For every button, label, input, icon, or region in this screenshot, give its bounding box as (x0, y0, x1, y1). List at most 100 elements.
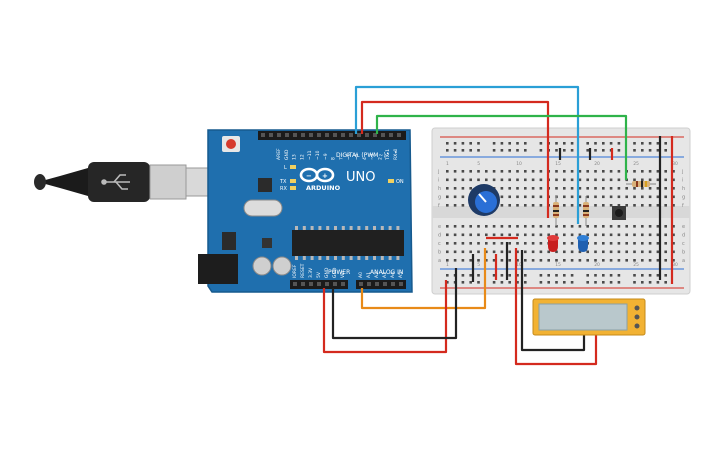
header-hole (309, 282, 313, 286)
row-letter: h (438, 186, 441, 192)
crystal (243, 199, 283, 217)
led-tx (290, 179, 296, 183)
row-letter: b (682, 250, 685, 256)
header-hole (309, 133, 313, 137)
resistor-button (626, 181, 656, 187)
column-number: 20 (594, 161, 600, 167)
pin-label: ~5 (354, 153, 360, 160)
header-hole (399, 282, 403, 286)
pin-label: A2 (374, 272, 380, 278)
pin-label: GND (324, 267, 330, 278)
row-letter: e (438, 224, 441, 230)
usb-icon (101, 174, 130, 190)
pin-label: 7 (338, 157, 344, 160)
capacitor-2 (272, 256, 292, 276)
analog-header[interactable] (356, 280, 406, 289)
row-letter: j (681, 169, 683, 175)
pin-label: ~6 (346, 153, 352, 160)
header-hole (293, 133, 297, 137)
led-blue[interactable] (577, 235, 589, 252)
wires (322, 85, 674, 366)
header-hole (277, 133, 281, 137)
pin-label: 4 (362, 157, 368, 160)
header-hole (375, 282, 379, 286)
row-letter: c (682, 241, 685, 247)
column-number: 25 (633, 161, 639, 167)
header-hole (261, 133, 265, 137)
column-number: 20 (594, 262, 600, 268)
wire-blue[interactable] (354, 85, 580, 224)
capacitor-1 (252, 256, 272, 276)
pin-label: ~11 (307, 150, 313, 160)
pin-label: GND (284, 149, 290, 160)
wire-red-led[interactable] (360, 100, 550, 218)
push-button[interactable] (612, 206, 626, 220)
voltage-regulator (222, 232, 236, 250)
row-letter: h (682, 186, 685, 192)
column-number: 1 (446, 161, 449, 167)
header-hole (341, 133, 345, 137)
arduino-brand: ARDUINO (306, 184, 341, 192)
lcd-pin-1 (634, 305, 640, 311)
wire-red-5v[interactable] (322, 280, 448, 354)
pin-label: A3 (382, 272, 388, 278)
header-holes (261, 133, 403, 286)
power-jack (198, 254, 238, 284)
wire-red-lcd[interactable] (514, 248, 598, 366)
header-hole (359, 282, 363, 286)
resistor-red-led (553, 196, 559, 226)
header-hole (325, 282, 329, 286)
reset-button-cap (226, 139, 236, 149)
row-letter: f (682, 203, 684, 209)
pin-label: 5V (316, 271, 322, 278)
header-hole (269, 133, 273, 137)
wire-green[interactable] (375, 114, 628, 180)
wire-orange[interactable] (360, 248, 487, 310)
potentiometer-indicator (478, 193, 487, 203)
lcd-module[interactable] (532, 298, 646, 336)
header-hole (391, 282, 395, 286)
led-tx-label: TX (279, 179, 287, 185)
led-on (388, 179, 394, 183)
lcd-screen (538, 303, 628, 331)
column-number: 25 (633, 262, 639, 268)
pin-label: TX▸1 (385, 149, 391, 161)
column-number: 5 (477, 262, 480, 268)
column-number: 15 (555, 262, 561, 268)
header-hole (381, 133, 385, 137)
power-header-label: POWER (328, 269, 350, 276)
wire-black-lcd[interactable] (520, 250, 586, 352)
row-letter: a (438, 258, 441, 264)
logo-plus: + (322, 172, 328, 180)
small-chip (262, 238, 272, 248)
pin-label: ~9 (323, 153, 329, 160)
row-letter: d (438, 233, 441, 239)
usb-cable-jacket (38, 168, 88, 196)
row-letter: c (438, 241, 441, 247)
column-number: 30 (672, 161, 678, 167)
header-hole (301, 282, 305, 286)
header-hole (349, 133, 353, 137)
pin-label: A4 (390, 272, 396, 278)
row-letter: a (682, 258, 685, 264)
lcd-pin-2 (634, 314, 640, 320)
chip-pins (295, 226, 400, 260)
led-l-label: L (284, 165, 287, 171)
led-rx (290, 186, 296, 190)
digital-header[interactable] (258, 131, 406, 140)
potentiometer[interactable] (468, 184, 500, 216)
row-letter: b (438, 250, 441, 256)
led-red[interactable] (547, 235, 559, 252)
analog-header-label: ANALOG IN (370, 269, 403, 276)
wire-black-gnd[interactable] (331, 268, 458, 340)
header-hole (301, 133, 305, 137)
pin-label: 13 (292, 154, 298, 160)
pin-label: ~10 (315, 150, 321, 160)
header-hole (367, 282, 371, 286)
header-hole (317, 282, 321, 286)
